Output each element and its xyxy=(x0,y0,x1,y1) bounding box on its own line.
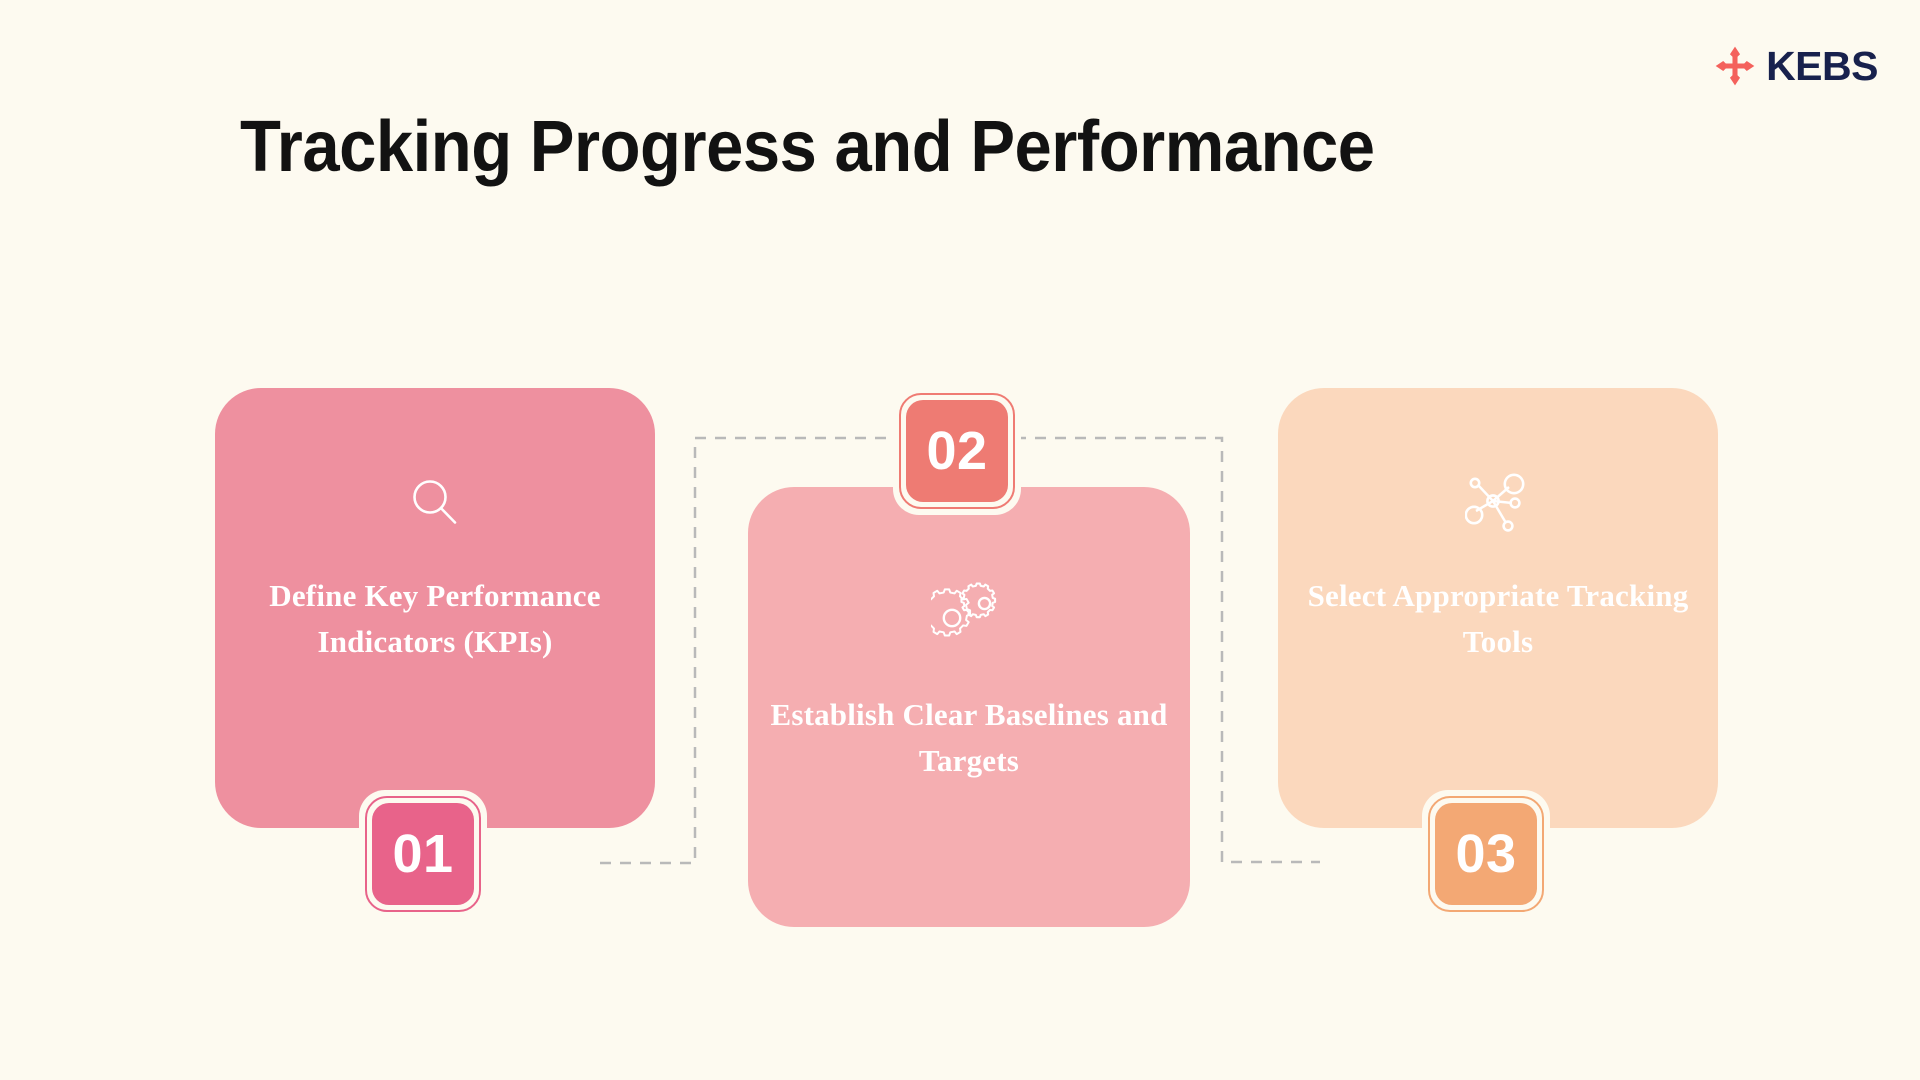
step-badge-3-number: 03 xyxy=(1435,803,1537,905)
step-card-3-title: Select Appropriate Tracking Tools xyxy=(1307,578,1689,659)
step-badge-3-ring: 03 xyxy=(1428,796,1544,912)
kebs-logo: KEBS xyxy=(1714,45,1878,87)
step-badge-2-number: 02 xyxy=(906,400,1008,502)
step-badge-2-ring: 02 xyxy=(899,393,1015,509)
step-badge-2[interactable]: 02 xyxy=(893,387,1021,515)
step-card-3[interactable]: Select Appropriate Tracking Tools xyxy=(1278,388,1718,828)
step-card-1-title: Define Key Performance Indicators (KPIs) xyxy=(269,578,601,659)
gears-icon xyxy=(931,582,997,637)
kebs-logo-mark-icon xyxy=(1715,46,1755,86)
step-card-2[interactable]: Establish Clear Baselines and Targets xyxy=(748,487,1190,927)
network-nodes-icon xyxy=(1465,473,1525,532)
search-icon xyxy=(413,480,457,524)
step-card-1[interactable]: Define Key Performance Indicators (KPIs) xyxy=(215,388,655,828)
step-badge-1-number: 01 xyxy=(372,803,474,905)
step-badge-1-ring: 01 xyxy=(365,796,481,912)
kebs-logo-text: KEBS xyxy=(1766,42,1878,89)
step-card-2-title: Establish Clear Baselines and Targets xyxy=(770,697,1168,778)
page-title: Tracking Progress and Performance xyxy=(240,107,1375,187)
step-badge-3[interactable]: 03 xyxy=(1422,790,1550,918)
step-badge-1[interactable]: 01 xyxy=(359,790,487,918)
